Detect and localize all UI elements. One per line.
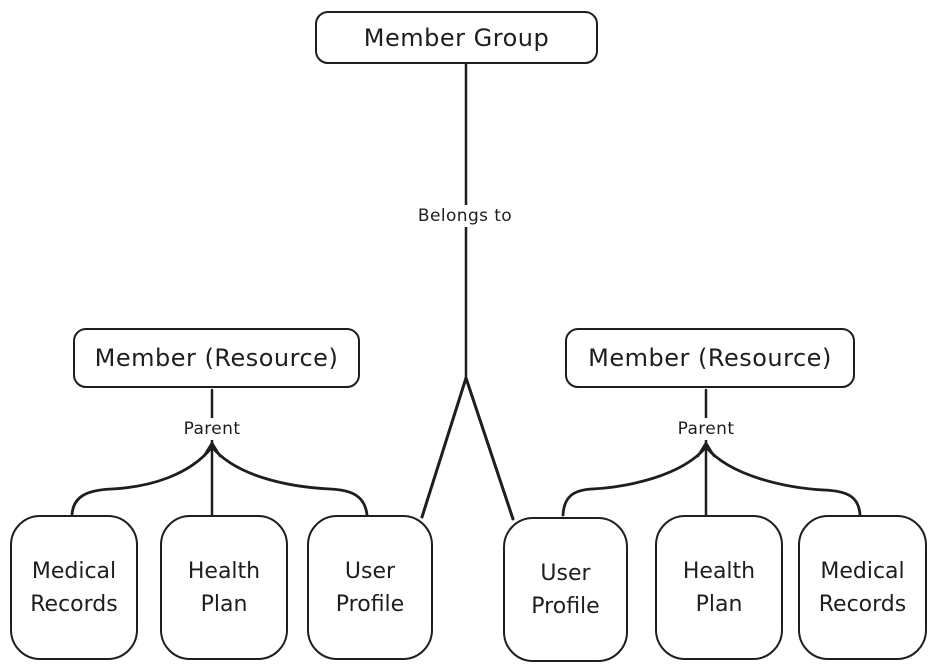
node-user-profile-left-label: User Profile: [335, 558, 405, 617]
edge-parent-left-to-user: [210, 445, 369, 517]
node-medical-records-right-label: Medical Records: [818, 558, 907, 617]
node-medical-records-left-label: Medical Records: [30, 558, 118, 617]
node-medical-records-right[interactable]: Medical Records: [798, 515, 927, 660]
edge-label-parent-left: Parent: [177, 418, 247, 440]
edge-fork-to-user-profile-left: [420, 376, 468, 519]
edge-parent-right-to-user: [561, 445, 708, 517]
node-member-resource-right[interactable]: Member (Resource): [565, 328, 855, 388]
node-member-group-label: Member Group: [363, 23, 550, 52]
node-health-plan-right-label: Health Plan: [682, 558, 756, 617]
node-member-resource-left[interactable]: Member (Resource): [73, 328, 360, 388]
node-user-profile-left[interactable]: User Profile: [307, 515, 433, 660]
edge-label-belongs-to: Belongs to: [411, 205, 519, 227]
node-health-plan-right[interactable]: Health Plan: [655, 515, 783, 660]
edge-label-parent-right: Parent: [671, 418, 741, 440]
edge-fork-to-user-profile-right: [464, 376, 515, 521]
node-health-plan-left[interactable]: Health Plan: [160, 515, 288, 660]
edge-parent-right-to-medical: [704, 445, 862, 517]
node-user-profile-right[interactable]: User Profile: [503, 517, 628, 662]
edge-parent-left-to-medical: [70, 445, 214, 517]
node-medical-records-left[interactable]: Medical Records: [10, 515, 138, 660]
node-user-profile-right-label: User Profile: [531, 560, 600, 619]
node-health-plan-left-label: Health Plan: [187, 558, 261, 617]
node-member-resource-left-label: Member (Resource): [94, 344, 339, 372]
node-member-group[interactable]: Member Group: [315, 11, 598, 64]
node-member-resource-right-label: Member (Resource): [588, 344, 832, 372]
